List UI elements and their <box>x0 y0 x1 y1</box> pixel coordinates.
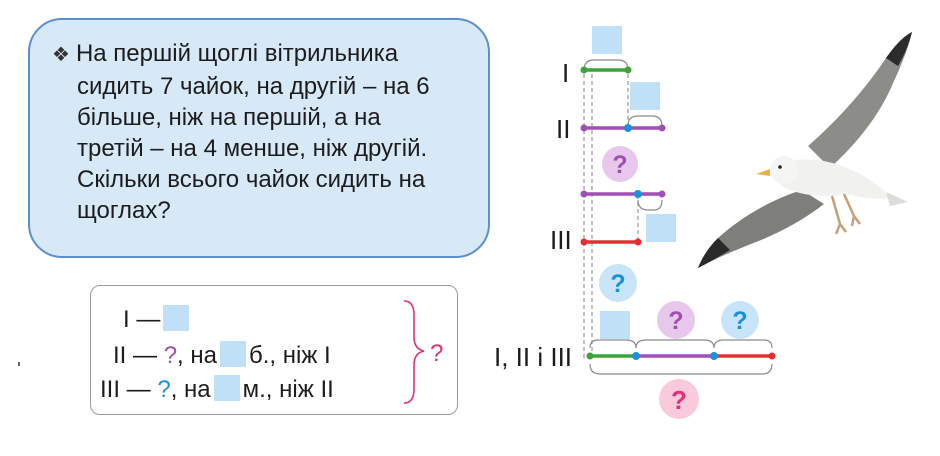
blank-square <box>630 82 660 110</box>
segment-endpoint <box>581 239 588 246</box>
question-mark: ? <box>157 376 170 403</box>
question-mark: ? <box>164 342 177 369</box>
segment-divider-dot <box>710 352 718 360</box>
problem-line-5: Скільки всього чайок сидить на <box>52 164 477 195</box>
blank-square <box>214 375 240 401</box>
seagull-icon <box>690 28 930 273</box>
label-row-1: I <box>562 58 569 88</box>
blank-square <box>592 26 622 54</box>
problem-line-4: третій – на 4 менше, ніж другій. <box>52 133 477 164</box>
segment-endpoint <box>587 353 594 360</box>
segment-endpoint <box>581 67 588 74</box>
condition-row-1: I — <box>123 305 192 334</box>
segment-endpoint <box>769 353 776 360</box>
segment-endpoint <box>659 191 666 198</box>
segment-endpoint <box>581 191 588 198</box>
segment-endpoint <box>625 67 632 74</box>
question-mark: ? <box>668 307 683 335</box>
stray-mark <box>18 362 20 366</box>
bracket <box>590 364 772 374</box>
diamond-bullet-icon: ❖ <box>52 44 70 66</box>
problem-line-6: щоглах? <box>52 195 477 226</box>
blank-square <box>220 341 246 367</box>
problem-line-2: сидить 7 чайок, на другій – на 6 <box>52 71 477 102</box>
label-row-2: II <box>556 114 570 144</box>
blank-square <box>646 214 676 242</box>
question-mark: ? <box>671 385 687 415</box>
bracket <box>714 340 772 348</box>
brace-question-mark: ? <box>430 340 443 367</box>
label-total: I, II і III <box>494 342 572 372</box>
blank-square <box>163 305 189 331</box>
segment-divider-dot <box>634 190 642 198</box>
question-mark: ? <box>732 307 747 335</box>
problem-line-3: більше, ніж на першій, а на <box>52 102 477 133</box>
problem-line-1: ❖На першій щоглі вітрильника <box>52 38 477 71</box>
segment-divider-dot <box>624 124 632 132</box>
question-mark: ? <box>612 151 627 179</box>
condition-brace: ? <box>400 295 460 413</box>
segment-divider-dot <box>632 352 640 360</box>
segment-endpoint <box>581 125 588 132</box>
bracket <box>638 200 662 210</box>
bracket <box>628 116 662 126</box>
problem-text: ❖На першій щоглі вітрильника сидить 7 ча… <box>52 38 477 226</box>
bracket <box>590 340 636 348</box>
segment-endpoint <box>659 125 666 132</box>
segment-endpoint <box>635 239 642 246</box>
label-row-3: III <box>550 225 572 255</box>
question-mark: ? <box>610 270 625 298</box>
bracket <box>636 340 714 348</box>
blank-square <box>600 311 630 339</box>
